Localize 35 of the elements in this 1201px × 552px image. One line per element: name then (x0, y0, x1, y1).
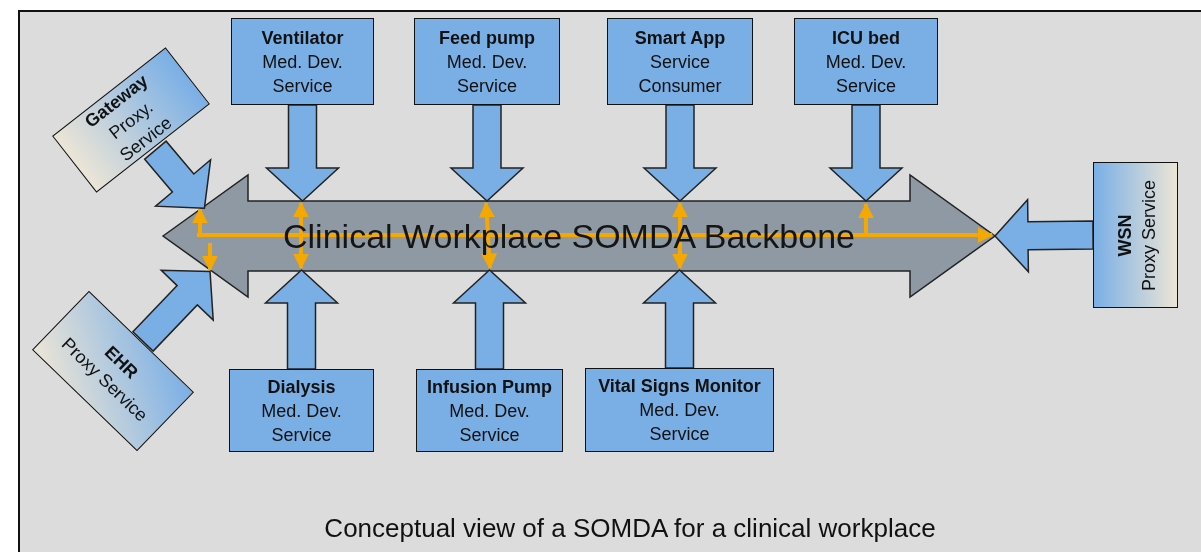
service-description: Med. Dev. Service (445, 50, 529, 98)
block-arrow (264, 104, 341, 202)
service-box (794, 18, 938, 105)
caption: Conceptual view of a SOMDA for a clinical workplace (323, 513, 937, 544)
service-description: Med. Dev. Service (638, 399, 721, 446)
service-title: Vital Signs Monitor (598, 375, 761, 398)
block-arrow (641, 269, 718, 369)
block-arrow (642, 104, 718, 202)
service-box (229, 369, 374, 452)
service-box (414, 18, 560, 105)
service-box (416, 369, 563, 452)
service-title: Ventilator (261, 26, 344, 50)
service-title: WSN (1112, 214, 1135, 256)
service-box (607, 18, 753, 105)
service-description: Med. Dev. Service (261, 50, 344, 98)
block-arrow (451, 269, 528, 370)
service-description: Med. Dev. Service (824, 50, 908, 98)
block-arrow (449, 104, 525, 202)
service-title: Feed pump (439, 26, 535, 50)
service-description: Med. Dev. Service (448, 399, 531, 447)
service-description: Service Consumer (637, 50, 723, 98)
service-title: Smart App (634, 26, 726, 50)
block-arrow (994, 197, 1094, 274)
block-arrow (263, 269, 340, 370)
block-arrow (131, 269, 215, 353)
block-arrow (828, 104, 904, 202)
service-box (231, 18, 374, 105)
service-description: Proxy Service (1136, 179, 1160, 291)
service-title: Dialysis (267, 375, 336, 399)
service-box (585, 368, 774, 452)
block-arrow (143, 140, 212, 209)
service-description: Med. Dev. Service (260, 399, 343, 447)
service-title: Infusion Pump (427, 375, 552, 399)
service-title: ICU bed (832, 26, 900, 50)
proxy-service-box (1093, 162, 1178, 308)
